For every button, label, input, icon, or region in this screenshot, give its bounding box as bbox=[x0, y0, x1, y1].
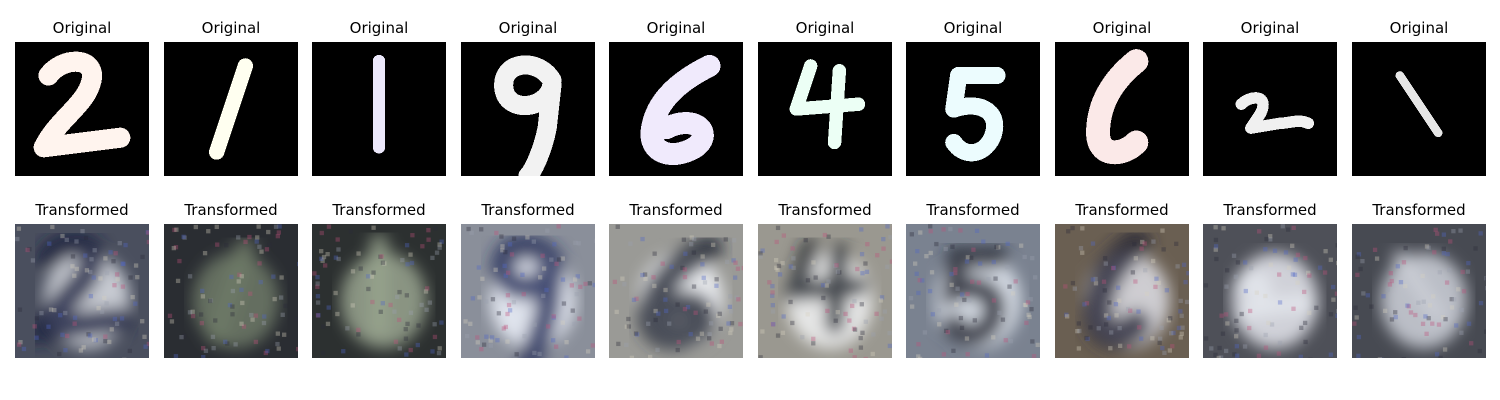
transformed-title: Transformed bbox=[184, 201, 278, 219]
digit-stroke bbox=[945, 66, 1006, 162]
transformed-title: Transformed bbox=[332, 201, 426, 219]
digit-stroke bbox=[1235, 92, 1315, 134]
digit-stroke bbox=[640, 54, 721, 165]
original-digit-image bbox=[758, 42, 892, 176]
digit-stroke bbox=[789, 59, 866, 150]
transformed-title: Transformed bbox=[1075, 201, 1169, 219]
digit-stroke bbox=[1395, 71, 1443, 138]
transformed-image bbox=[312, 224, 446, 358]
original-digit-image bbox=[1352, 42, 1486, 176]
original-title: Original bbox=[349, 19, 409, 37]
original-title: Original bbox=[201, 19, 261, 37]
digit-stroke bbox=[494, 55, 562, 176]
original-digit-image bbox=[15, 42, 149, 176]
transformed-title: Transformed bbox=[778, 201, 872, 219]
original-title: Original bbox=[52, 19, 112, 37]
original-title: Original bbox=[1240, 19, 1300, 37]
transformed-title: Transformed bbox=[926, 201, 1020, 219]
transformed-image bbox=[461, 224, 595, 358]
original-title: Original bbox=[795, 19, 855, 37]
original-title: Original bbox=[1389, 19, 1449, 37]
transformed-title: Transformed bbox=[629, 201, 723, 219]
original-title: Original bbox=[498, 19, 558, 37]
transformed-title: Transformed bbox=[1372, 201, 1466, 219]
transformed-image bbox=[906, 224, 1040, 358]
digit-stroke bbox=[1086, 49, 1149, 165]
transformed-image bbox=[1352, 224, 1486, 358]
transformed-title: Transformed bbox=[481, 201, 575, 219]
transformed-title: Transformed bbox=[1223, 201, 1317, 219]
original-title: Original bbox=[943, 19, 1003, 37]
digit-stroke bbox=[33, 51, 131, 158]
transformed-image bbox=[609, 224, 743, 358]
original-digit-image bbox=[461, 42, 595, 176]
digit-stroke bbox=[208, 58, 254, 160]
original-title: Original bbox=[646, 19, 706, 37]
original-digit-image bbox=[1203, 42, 1337, 176]
transformed-image bbox=[15, 224, 149, 358]
transformed-image bbox=[164, 224, 298, 358]
original-digit-image bbox=[609, 42, 743, 176]
transformed-image bbox=[1203, 224, 1337, 358]
transformed-image bbox=[758, 224, 892, 358]
original-digit-image bbox=[906, 42, 1040, 176]
original-digit-image bbox=[164, 42, 298, 176]
original-digit-image bbox=[1055, 42, 1189, 176]
transformed-image bbox=[1055, 224, 1189, 358]
original-digit-image bbox=[312, 42, 446, 176]
original-title: Original bbox=[1092, 19, 1152, 37]
transformed-title: Transformed bbox=[35, 201, 129, 219]
